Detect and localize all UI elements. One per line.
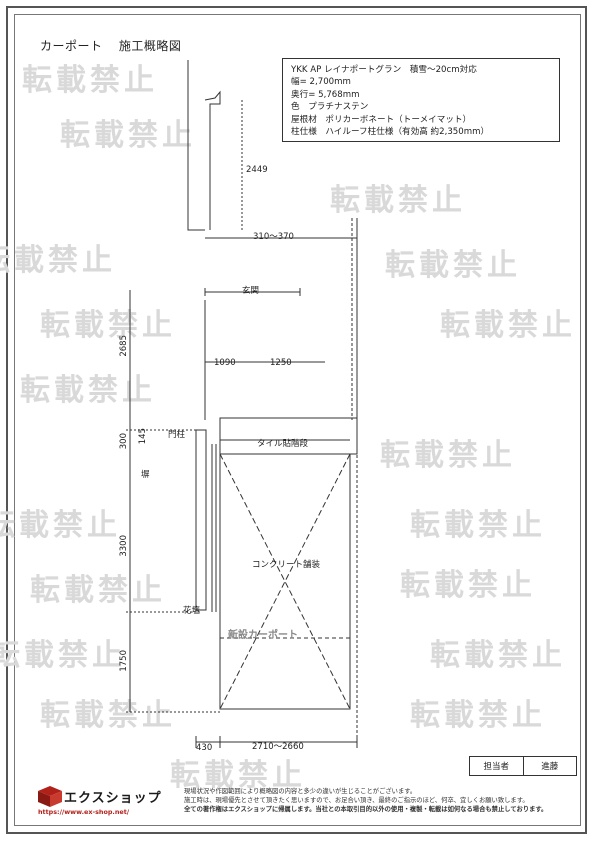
gate-post [195,429,207,611]
page-title-right: 施工概略図 [118,39,182,53]
label-tile-step: タイル貼階段 [257,439,309,449]
label-new-carport: 新設カーポート [228,630,298,641]
label-gate-post: 門柱 [168,430,186,440]
company-name: エクスショップ [64,791,162,806]
disclaimer-line-3: 全ての著作権はエクスショップに帰属します。当社との本取引目的以外の使用・複製・転… [184,805,548,813]
dim-1250: 1250 [270,358,292,368]
dim-430: 430 [196,743,213,753]
page-frame-outer [6,6,587,834]
house-wall-notch [204,90,221,230]
dim-1750: 1750 [119,650,129,672]
disclaimer-line-2: 施工時は、現場優先とさせて頂きたく思いますので、お足合い頂き、最終のご指示のほど… [184,796,529,804]
dim-2449: 2449 [246,165,268,175]
dim-145: 145 [138,428,148,445]
carport-diagonal-2 [219,453,351,710]
spec-line-depth: 奥行= 5,768mm [291,89,360,100]
disclaimer: 現場状況や作図範囲により概略図の内容と多少の違いが生じることがございます。 施工… [184,788,547,814]
disclaimer-line-1: 現場状況や作図範囲により概略図の内容と多少の違いが生じることがございます。 [184,788,417,795]
carport-diagonal-1 [219,453,351,710]
box-logo-icon [38,786,62,807]
label-planter: 花壇 [183,606,201,616]
carport-outline [219,453,351,710]
dim-300: 300 [119,433,129,450]
dim-2685: 2685 [119,335,129,357]
spec-line-color: 色 プラチナステン [291,102,369,113]
spec-line-roof: 屋根材 ポリカーボネート（トーメイマット） [291,114,472,125]
dim-1090: 1090 [214,358,236,368]
spec-line-model: YKK AP レイナポートグラン 積雪～20cm対応 [291,65,477,75]
dim-310-370: 310～370 [253,232,294,242]
spec-line-width: 幅= 2,700mm [291,77,351,88]
person-name: 進藤 [522,757,577,775]
label-fence: 塀 [141,470,150,480]
company-logo: エクスショップ https://www.ex-shop.net/ [34,784,172,820]
label-entrance: 玄関 [242,286,260,296]
label-concrete: コンクリート舗装 [252,560,321,570]
page-title-left: カーポート [40,39,103,53]
spec-line-pillar: 柱仕様 ハイルーフ柱仕様（有効高 約2,350mm） [291,127,490,138]
company-url: https://www.ex-shop.net/ [38,808,130,816]
dim-3300: 3300 [119,535,129,557]
person-in-charge-box: 担当者 進藤 [469,756,577,776]
spec-box: YKK AP レイナポートグラン 積雪～20cm対応 幅= 2,700mm 奥行… [282,58,560,142]
page-title: カーポート 施工概略図 [40,37,181,54]
house-wall [187,60,205,231]
person-label: 担当者 [483,762,509,772]
page-frame-inner [14,14,581,826]
dim-2710-2660: 2710～2660 [252,742,304,752]
